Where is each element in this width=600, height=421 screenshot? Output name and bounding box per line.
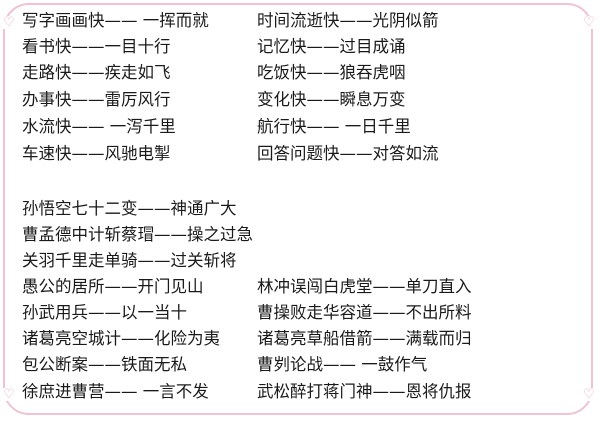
idiom-right: 诸葛亮草船借箭——满载而归: [257, 329, 472, 348]
idiom-row: 关羽千里走单骑——过关斩将: [0, 249, 600, 273]
idiom-right: 林冲误闯白虎堂——单刀直入: [257, 277, 472, 296]
idiom-right: 吃饭快——狼吞虎咽: [257, 63, 406, 82]
idiom-row: 看书快——一目十行 记忆快——过目成诵: [0, 35, 600, 59]
idiom-left: 写字画画快—— 一挥而就: [22, 11, 209, 30]
idiom-right: 回答问题快——对答如流: [257, 144, 439, 163]
idiom-right: 曹刿论战—— 一鼓作气: [257, 355, 428, 374]
idiom-right: 曹操败走华容道——不出所料: [257, 303, 472, 322]
idiom-row: 包公断案——铁面无私 曹刿论战—— 一鼓作气: [0, 353, 600, 377]
idiom-row: 水流快—— 一泻千里 航行快—— 一日千里: [0, 115, 600, 139]
idiom-left: 水流快—— 一泻千里: [22, 117, 176, 136]
idiom-row: 曹孟德中计斩蔡瑁——操之过急: [0, 223, 600, 247]
idiom-right: 航行快—— 一日千里: [257, 117, 411, 136]
heart-icon: ♡: [2, 15, 16, 30]
idiom-left: 包公断案——铁面无私: [22, 355, 187, 374]
idiom-row: 车速快——风驰电掣 回答问题快——对答如流: [0, 142, 600, 166]
idiom-row: 写字画画快—— 一挥而就 时间流逝快——光阴似箭: [0, 9, 600, 33]
heart-icon: ♡: [2, 387, 16, 402]
heart-icon: ♡: [582, 15, 596, 30]
idiom-left: 看书快——一目十行: [22, 37, 171, 56]
idiom-right: 记忆快——过目成诵: [257, 37, 406, 56]
idiom-left: 诸葛亮空城计——化险为夷: [22, 329, 220, 348]
heart-icon: ♡: [582, 387, 596, 402]
idiom-left: 徐庶进曹营—— 一言不发: [22, 382, 209, 401]
idiom-left: 办事快——雷厉风行: [22, 90, 171, 109]
idiom-row: 愚公的居所——开门见山 林冲误闯白虎堂——单刀直入: [0, 275, 600, 299]
idiom-row: 徐庶进曹营—— 一言不发 武松醉打蒋门神——恩将仇报: [0, 380, 600, 404]
idiom-row: 诸葛亮空城计——化险为夷 诸葛亮草船借箭——满载而归: [0, 327, 600, 351]
idiom-left: 走路快——疾走如飞: [22, 63, 171, 82]
card-frame: [3, 3, 593, 415]
idiom-right: 武松醉打蒋门神——恩将仇报: [257, 382, 472, 401]
idiom-left: 孙武用兵——以一当十: [22, 303, 187, 322]
idiom-left: 车速快——风驰电掣: [22, 144, 171, 163]
idiom-row: 孙武用兵——以一当十 曹操败走华容道——不出所料: [0, 301, 600, 325]
idiom-row: 办事快——雷厉风行 变化快——瞬息万变: [0, 88, 600, 112]
idiom-right: 时间流逝快——光阴似箭: [257, 11, 439, 30]
idiom-right: 变化快——瞬息万变: [257, 90, 406, 109]
idiom-left: 愚公的居所——开门见山: [22, 277, 204, 296]
idiom-left: 孙悟空七十二变——神通广大: [22, 199, 237, 218]
idiom-left: 关羽千里走单骑——过关斩将: [22, 251, 237, 270]
idiom-row: 走路快——疾走如飞 吃饭快——狼吞虎咽: [0, 61, 600, 85]
idiom-row: 孙悟空七十二变——神通广大: [0, 197, 600, 221]
idiom-left: 曹孟德中计斩蔡瑁——操之过急: [22, 225, 253, 244]
